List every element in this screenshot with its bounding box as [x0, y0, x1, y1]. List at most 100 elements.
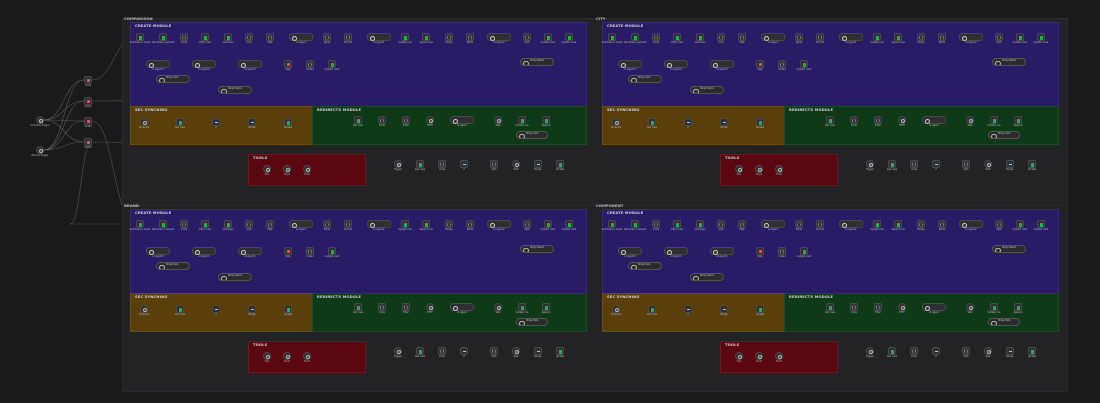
spreadsheet-icon	[873, 33, 881, 41]
spreadsheet-icon	[1014, 303, 1022, 311]
stop-icon	[84, 97, 92, 105]
spreadsheet-icon	[1037, 33, 1045, 41]
node-label: Tool	[264, 360, 270, 363]
code-icon	[778, 60, 786, 68]
node-label: Update row3	[796, 68, 812, 71]
sticky-note[interactable]: Sticky Note1	[218, 86, 252, 94]
node-label: Wait	[267, 228, 273, 231]
spreadsheet-icon	[176, 305, 184, 313]
sticky-note[interactable]: Sticky Note	[628, 75, 662, 83]
node-label: Split	[491, 355, 497, 358]
sticky-note[interactable]: Sticky Note	[516, 131, 548, 139]
node-label: Update row	[515, 124, 529, 127]
sticky-note[interactable]: Sticky Note1	[218, 273, 252, 281]
sec-synching-group: SEC SYNCHING	[602, 293, 786, 332]
group-label: TOOLS	[253, 156, 268, 160]
node-label: Tool	[736, 173, 742, 176]
node-label: Trigger	[866, 168, 874, 171]
code-icon	[938, 33, 946, 41]
node-label: Merge	[917, 41, 925, 44]
node-label: Code	[911, 355, 917, 358]
sticky-note[interactable]: Sticky Note2	[992, 245, 1026, 253]
code-icon	[910, 347, 918, 355]
node-label: Update	[555, 355, 565, 358]
stop-icon	[284, 60, 292, 68]
node-label: Update row	[870, 41, 884, 44]
node-label: Split	[963, 355, 969, 358]
node-label: Merge	[534, 355, 542, 358]
spreadsheet-icon	[416, 347, 424, 355]
code-icon	[402, 116, 410, 124]
node-label: If	[463, 355, 465, 358]
node-label: Code	[439, 168, 445, 171]
code-icon	[778, 247, 786, 255]
sticky-note[interactable]: Sticky Note	[516, 318, 548, 326]
node-label: Update	[755, 313, 765, 316]
trigger-router-line	[43, 119, 85, 122]
spreadsheet-icon	[542, 303, 550, 311]
node-label: AI Agent1	[845, 41, 857, 44]
node-label: Wait	[513, 168, 519, 171]
ai-agent-icon	[664, 247, 688, 255]
node-label: Get Rows	[694, 228, 706, 231]
node-label: Merge	[248, 126, 256, 129]
sticky-note[interactable]: Sticky Note	[988, 131, 1020, 139]
node-label: Tool2	[776, 360, 782, 363]
node-label: Append	[541, 311, 551, 314]
node-label: Wait	[495, 124, 501, 127]
sticky-note[interactable]: Sticky Note2	[992, 58, 1026, 66]
sticky-note[interactable]: Sticky Note	[156, 262, 190, 270]
code-icon	[850, 303, 858, 311]
group-label: TOOLS	[725, 343, 740, 347]
node-label: AI Agent1	[845, 228, 857, 231]
spreadsheet-icon	[544, 220, 552, 228]
clock-icon	[140, 305, 148, 313]
spreadsheet-icon	[1037, 220, 1045, 228]
code-icon	[717, 33, 725, 41]
node-label: Get Rows	[222, 228, 234, 231]
node-label: Append	[1013, 124, 1023, 127]
code-icon	[245, 33, 253, 41]
spreadsheet-icon	[800, 60, 808, 68]
stop-icon	[756, 247, 764, 255]
spreadsheet-icon	[159, 33, 167, 41]
spreadsheet-icon	[544, 33, 552, 41]
clock-icon	[898, 303, 906, 311]
code-icon	[995, 33, 1003, 41]
sticky-note[interactable]: Sticky Note	[628, 262, 662, 270]
node-label: AI Agent4	[198, 255, 210, 258]
node-label: AI Agent1	[373, 228, 385, 231]
node-label: Trigger	[866, 355, 874, 358]
merge-icon	[534, 160, 542, 168]
node-label: Get rows	[824, 311, 836, 314]
spreadsheet-icon	[354, 303, 362, 311]
node-label: Get rows	[646, 126, 658, 129]
node-label: Update row3	[324, 68, 340, 71]
sticky-note[interactable]: Sticky Note2	[520, 58, 554, 66]
sticky-note[interactable]: Sticky Note	[988, 318, 1020, 326]
node-label: Trigger	[394, 168, 402, 171]
node-label: Schedule	[610, 313, 622, 316]
code-icon	[962, 347, 970, 355]
node-label: Update row1	[1012, 228, 1028, 231]
sticky-note[interactable]: Sticky Note2	[520, 245, 554, 253]
clock-icon	[755, 352, 763, 360]
node-label: Get rows	[174, 313, 186, 316]
sticky-note[interactable]: Sticky Note	[156, 75, 190, 83]
node-label: Update row2	[1033, 228, 1049, 231]
code-icon	[445, 33, 453, 41]
sticky-note[interactable]: Sticky Note1	[690, 273, 724, 281]
node-label: Update row2	[561, 228, 577, 231]
node-label: Schedule Trigger	[30, 124, 50, 127]
spreadsheet-icon	[873, 220, 881, 228]
ai-agent-icon	[761, 220, 785, 228]
code-icon	[245, 220, 253, 228]
code-icon	[816, 33, 824, 41]
sticky-note[interactable]: Sticky Note1	[690, 86, 724, 94]
node-label: Tool1	[284, 360, 290, 363]
spreadsheet-icon	[673, 220, 681, 228]
node-label: Trigger	[394, 355, 402, 358]
code-icon	[180, 220, 188, 228]
group-label: CREATE MODULE	[607, 24, 644, 28]
